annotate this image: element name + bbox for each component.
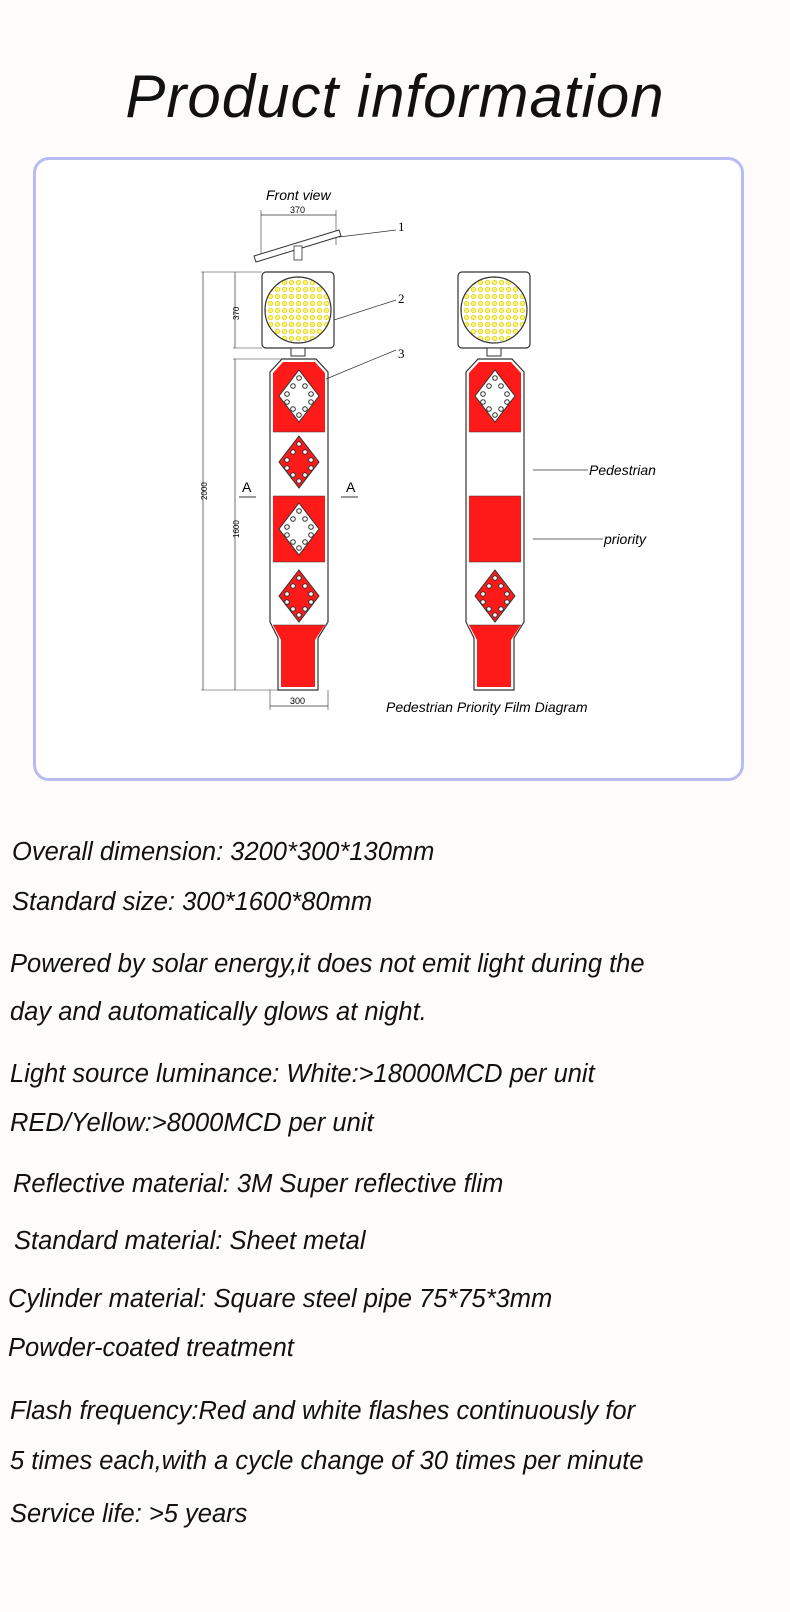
diagram-caption: Pedestrian Priority Film Diagram <box>386 699 588 715</box>
spec-power-line-1: Powered by solar energy,it does not emit… <box>10 950 645 978</box>
spec-standard-size: Standard size: 300*1600*80mm <box>12 888 373 916</box>
spec-overall-dimension: Overall dimension: 3200*300*130mm <box>12 838 435 866</box>
dim-height-total: 2000 <box>200 482 209 500</box>
label-priority: priority <box>603 531 647 547</box>
spec-flash-frequency-2: 5 times each,with a cycle change of 30 t… <box>10 1447 644 1475</box>
spec-luminance-white: Light source luminance: White:>18000MCD … <box>10 1060 595 1088</box>
section-mark-left: A <box>242 479 252 495</box>
callout-1: 1 <box>398 219 405 234</box>
dim-width-top: 370 <box>290 205 305 215</box>
label-pedestrian: Pedestrian <box>589 462 656 478</box>
spec-luminance-red-yellow: RED/Yellow:>8000MCD per unit <box>10 1109 374 1137</box>
spec-service-life: Service life: >5 years <box>10 1500 248 1528</box>
callout-2: 2 <box>398 291 405 306</box>
dim-height-head: 370 <box>232 306 241 320</box>
spec-powder-coated: Powder-coated treatment <box>8 1334 294 1362</box>
dim-height-body: 1600 <box>232 520 241 538</box>
technical-diagram: Front view 370 <box>200 187 656 715</box>
section-mark-right: A <box>346 479 356 495</box>
film-diagram-post: Pedestrian priority <box>457 271 656 691</box>
spec-flash-frequency-1: Flash frequency:Red and white flashes co… <box>10 1397 636 1425</box>
front-view-label: Front view <box>266 187 331 203</box>
dim-width-bottom: 300 <box>290 696 305 706</box>
diagram-frame: Front view 370 <box>33 157 744 781</box>
spec-power-line-2: day and automatically glows at night. <box>10 998 427 1026</box>
callout-3: 3 <box>398 346 405 361</box>
spec-reflective-material: Reflective material: 3M Super reflective… <box>13 1170 504 1198</box>
spec-cylinder-material: Cylinder material: Square steel pipe 75*… <box>8 1285 553 1313</box>
spec-standard-material: Standard material: Sheet metal <box>14 1227 366 1255</box>
front-view-post: 370 <box>200 205 405 710</box>
page-title: Product information <box>125 63 665 130</box>
